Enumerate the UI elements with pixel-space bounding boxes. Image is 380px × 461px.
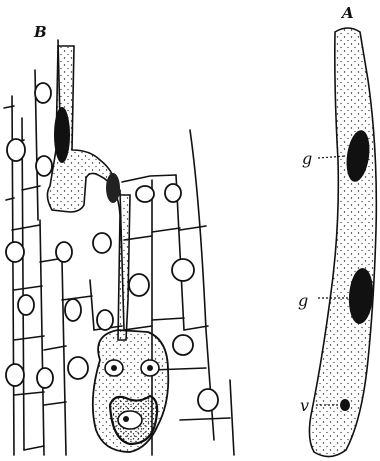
panel-a-label: A bbox=[340, 4, 354, 22]
panel-b: B bbox=[4, 23, 234, 455]
panel-a: A g g v bbox=[298, 4, 376, 457]
embryo-sac bbox=[93, 330, 168, 452]
vegetative-nucleus bbox=[340, 399, 350, 411]
label-g-lower: g bbox=[298, 291, 308, 310]
pollen-tube-a bbox=[309, 28, 376, 457]
tube-nucleus-2 bbox=[106, 173, 120, 203]
panel-b-label: B bbox=[33, 23, 47, 41]
label-g-upper: g bbox=[302, 149, 312, 168]
label-v: v bbox=[300, 396, 309, 415]
tube-nucleus bbox=[54, 107, 70, 163]
